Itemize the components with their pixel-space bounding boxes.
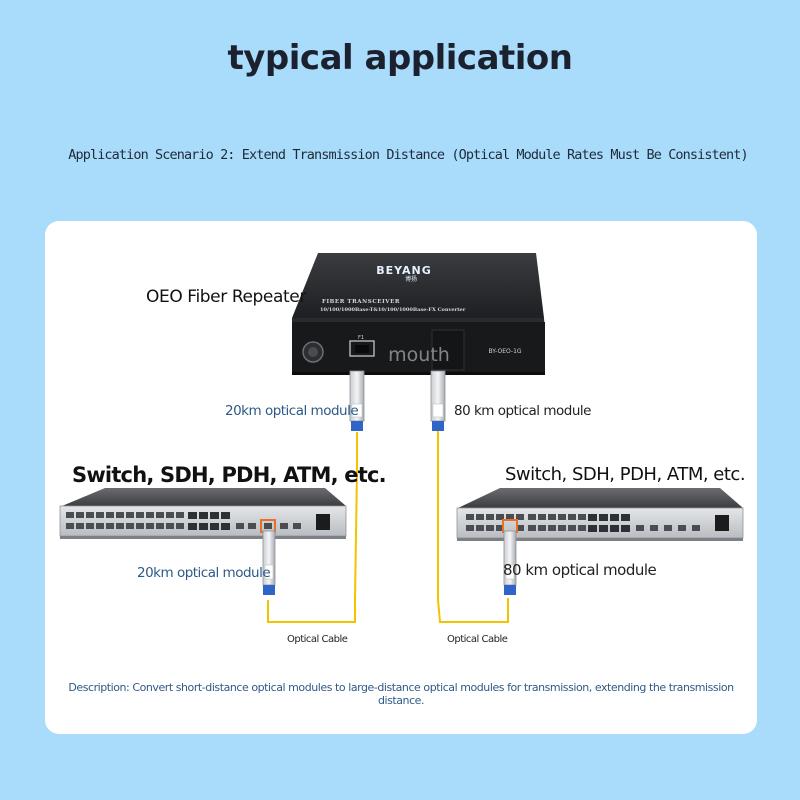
sfp-module-top-left [349, 370, 365, 431]
optical-cable-right [437, 430, 509, 623]
description-text: Description: Convert short-distance opti… [68, 681, 734, 707]
repeater-label: OEO Fiber Repeater [146, 287, 306, 307]
module-label-top-left: 20km optical module [225, 403, 359, 419]
page-title: typical application [227, 38, 574, 78]
module-label-top-right: 80 km optical module [454, 403, 591, 419]
scenario-subtitle: Application Scenario 2: Extend Transmiss… [68, 147, 748, 163]
device-model: BY-OEO-1G [488, 348, 521, 355]
watermark-text: mouth [388, 344, 450, 366]
switch-left [59, 488, 347, 539]
device-front-text-1: FIBER TRANSCEIVER [322, 299, 400, 305]
cable-label-right: Optical Cable [447, 634, 508, 645]
sfp-module-bottom-right [503, 530, 517, 595]
brand-logo: BEYANG [376, 264, 432, 277]
power-socket-icon [715, 515, 729, 531]
sfp-module-bottom-left [262, 530, 276, 595]
port-label: F1 [358, 335, 364, 341]
sfp-module-top-right [430, 370, 446, 431]
oeo-fiber-repeater [292, 253, 545, 375]
power-socket-icon [316, 514, 330, 530]
brand-logo-cn: 博扬 [405, 275, 417, 283]
switch-label-right: Switch, SDH, PDH, ATM, etc. [505, 464, 746, 485]
optical-cable-left [267, 432, 358, 623]
fiber-port-f1 [349, 340, 375, 357]
device-front-text-2: 10/100/1000Base-T&10/100/1000Base-FX Con… [320, 307, 466, 313]
module-label-bottom-right: 80 km optical module [503, 561, 657, 579]
module-label-bottom-left: 20km optical module [137, 565, 271, 581]
switch-right [456, 488, 744, 541]
cable-label-left: Optical Cable [287, 634, 348, 645]
switch-label-left: Switch, SDH, PDH, ATM, etc. [72, 463, 387, 487]
